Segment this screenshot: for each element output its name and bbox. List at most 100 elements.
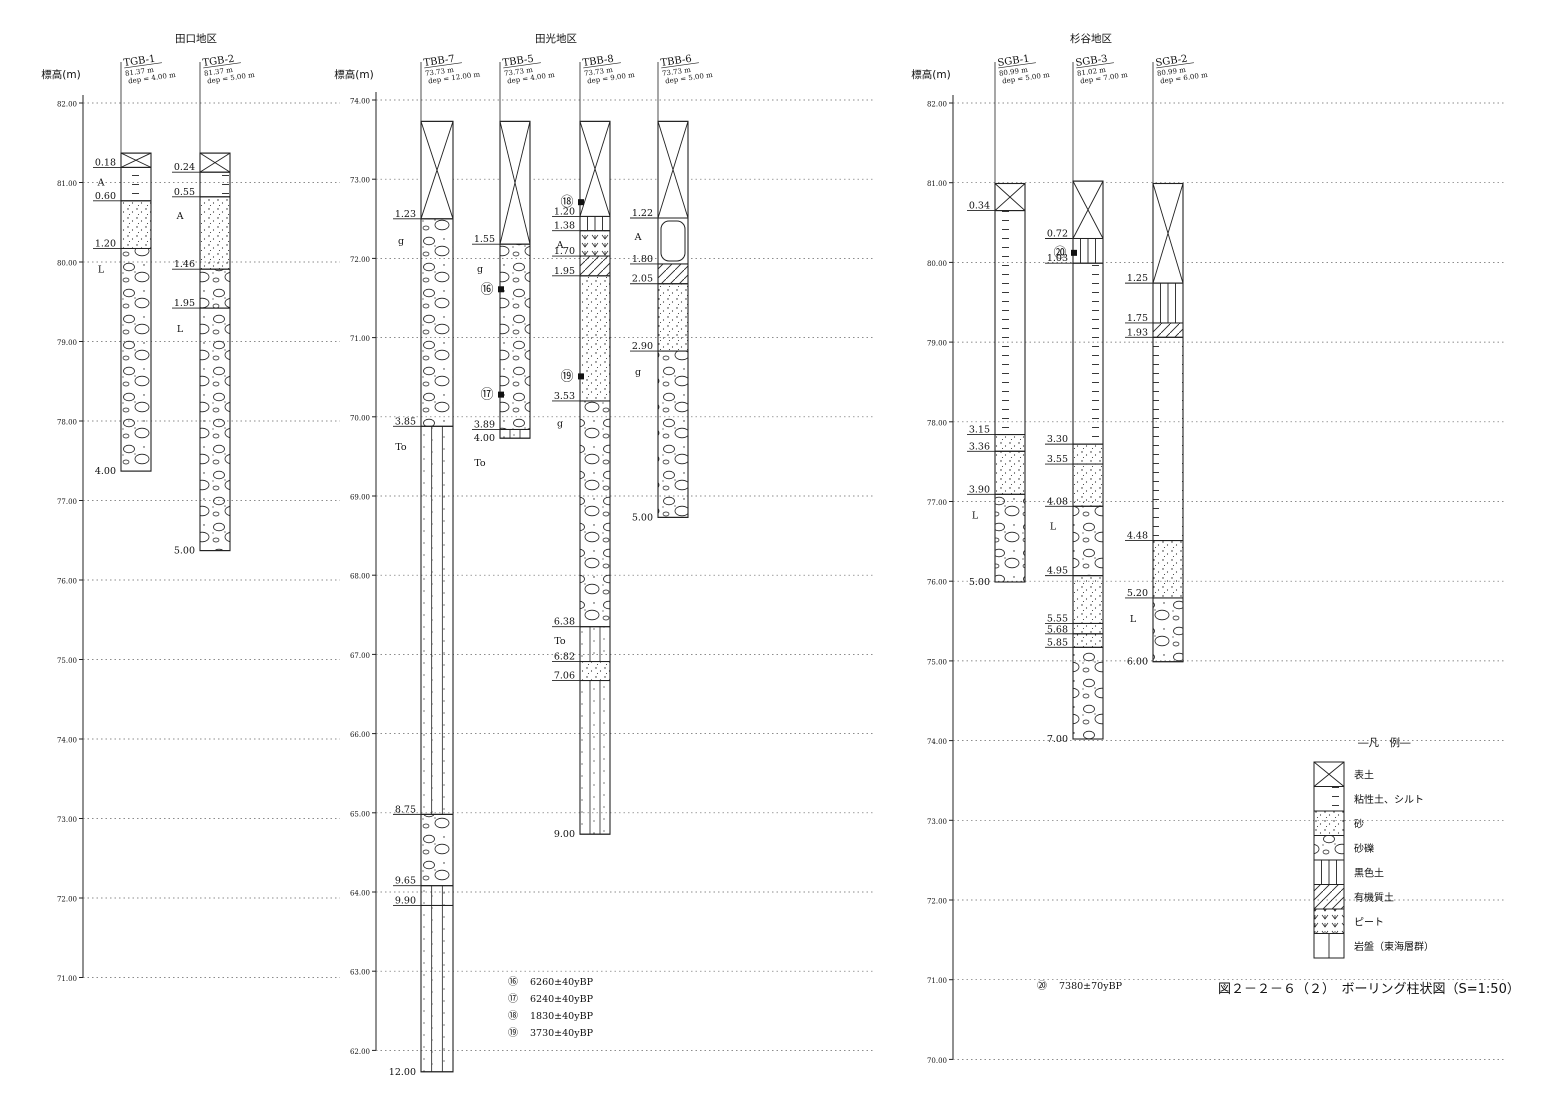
region-title: 田口地区: [175, 32, 217, 45]
layer-peat: [579, 230, 611, 257]
depth-label: 0.34: [969, 201, 990, 212]
unit-label: L: [1050, 521, 1057, 532]
topsoil-cross: [420, 121, 454, 219]
depth-label: 1.25: [1127, 273, 1148, 284]
legend-swatch-peat: [1313, 908, 1345, 934]
column-outline: [199, 152, 231, 552]
legend-swatch-clay: [1313, 786, 1345, 812]
depth-label: 6.82: [554, 652, 575, 663]
depth-label: 3.90: [969, 484, 990, 495]
tick-label: 72.00: [57, 896, 77, 904]
sample-number: ⑰: [480, 388, 493, 403]
sample-marker: ⑲: [560, 369, 584, 384]
unit-label: g: [557, 418, 563, 429]
depth-label: 2.05: [632, 274, 653, 285]
header-underline: [661, 62, 699, 69]
unit-label: A: [176, 211, 184, 222]
date-value: 1830±40yBP: [530, 1011, 594, 1022]
topsoil-cross: [657, 121, 689, 219]
borehole-name: SGB-1: [997, 54, 1030, 69]
tick-label: 73.00: [57, 816, 77, 824]
depth-label: 9.00: [554, 829, 575, 840]
tick-label: 75.00: [57, 657, 77, 665]
depth-label: 1.03: [1047, 253, 1068, 264]
sample-marker: ⑳: [1053, 246, 1077, 261]
header-underline: [1076, 62, 1114, 69]
tick-label: 78.00: [927, 419, 947, 427]
tick-label: 65.00: [350, 810, 370, 818]
region-title: 杉谷地区: [1070, 32, 1112, 45]
depth-label: 4.48: [1127, 531, 1148, 542]
depth-label: 4.95: [1047, 566, 1068, 577]
region-title: 田光地区: [535, 32, 577, 45]
column-outline: [657, 120, 689, 518]
tick-label: 75.00: [927, 658, 947, 666]
depth-label: 9.65: [395, 876, 416, 887]
unit-label: To: [474, 458, 486, 469]
layer-organic: [579, 255, 611, 277]
borehole-name: SGB-2: [1155, 54, 1188, 69]
topsoil-cross: [1152, 183, 1184, 284]
collar-elevation: 81.37 m: [204, 66, 234, 78]
layer-sand: [579, 661, 611, 682]
collar-elevation: 73.73 m: [425, 66, 455, 78]
sample-number: ⑱: [560, 195, 573, 210]
borehole-name: TBB-6: [660, 54, 693, 69]
depth-label: 5.85: [1047, 637, 1068, 648]
topsoil-cross: [1313, 761, 1345, 787]
header-underline: [998, 62, 1036, 69]
tick-label: 73.00: [350, 177, 370, 185]
tick-label: 70.00: [350, 414, 370, 422]
layer-sand: [199, 196, 231, 270]
tick-label: 78.00: [57, 419, 77, 427]
tick-label: 67.00: [350, 652, 370, 660]
header-underline: [583, 62, 621, 69]
header-underline: [1156, 62, 1194, 69]
header-underline: [124, 62, 162, 69]
layer-gravel: [420, 813, 454, 887]
date-number: ⑳: [1037, 980, 1047, 992]
layer-gravel: [1072, 646, 1104, 740]
depth-label: 3.36: [969, 441, 990, 452]
layer-gravel: [199, 268, 231, 309]
sample-marker: ⑱: [560, 195, 584, 210]
layer-gravel: [657, 350, 689, 518]
header-underline: [503, 62, 541, 69]
column-outline: [1072, 180, 1104, 740]
sample-number: ⑳: [1053, 246, 1066, 261]
unit-label: A: [556, 240, 564, 251]
depth-label: 2.90: [632, 341, 653, 352]
depth-label: 5.68: [1047, 624, 1068, 635]
collar-elevation: 80.99 m: [1157, 66, 1187, 78]
sample-number: ⑯: [480, 282, 493, 297]
depth-label: 1.20: [95, 238, 116, 249]
layer-gravel: [994, 493, 1026, 583]
topsoil-cross: [120, 152, 152, 168]
sample-marker: ⑯: [480, 282, 504, 297]
date-value: 6240±40yBP: [530, 994, 594, 1005]
depth-label: 7.06: [554, 671, 575, 682]
depth-label: 1.55: [474, 234, 495, 245]
tick-label: 80.00: [927, 260, 947, 268]
topsoil-cross: [1072, 180, 1104, 239]
unit-label: g: [477, 264, 483, 275]
unit-label: To: [554, 636, 566, 647]
layer-organic: [657, 263, 689, 285]
depth-label: 1.75: [1127, 313, 1148, 324]
tick-label: 74.00: [350, 98, 370, 106]
legend-swatch-sand: [1313, 810, 1345, 836]
layer-bedrock_sand: [420, 885, 454, 906]
tick-label: 69.00: [350, 494, 370, 502]
unit-label: L: [177, 324, 184, 335]
